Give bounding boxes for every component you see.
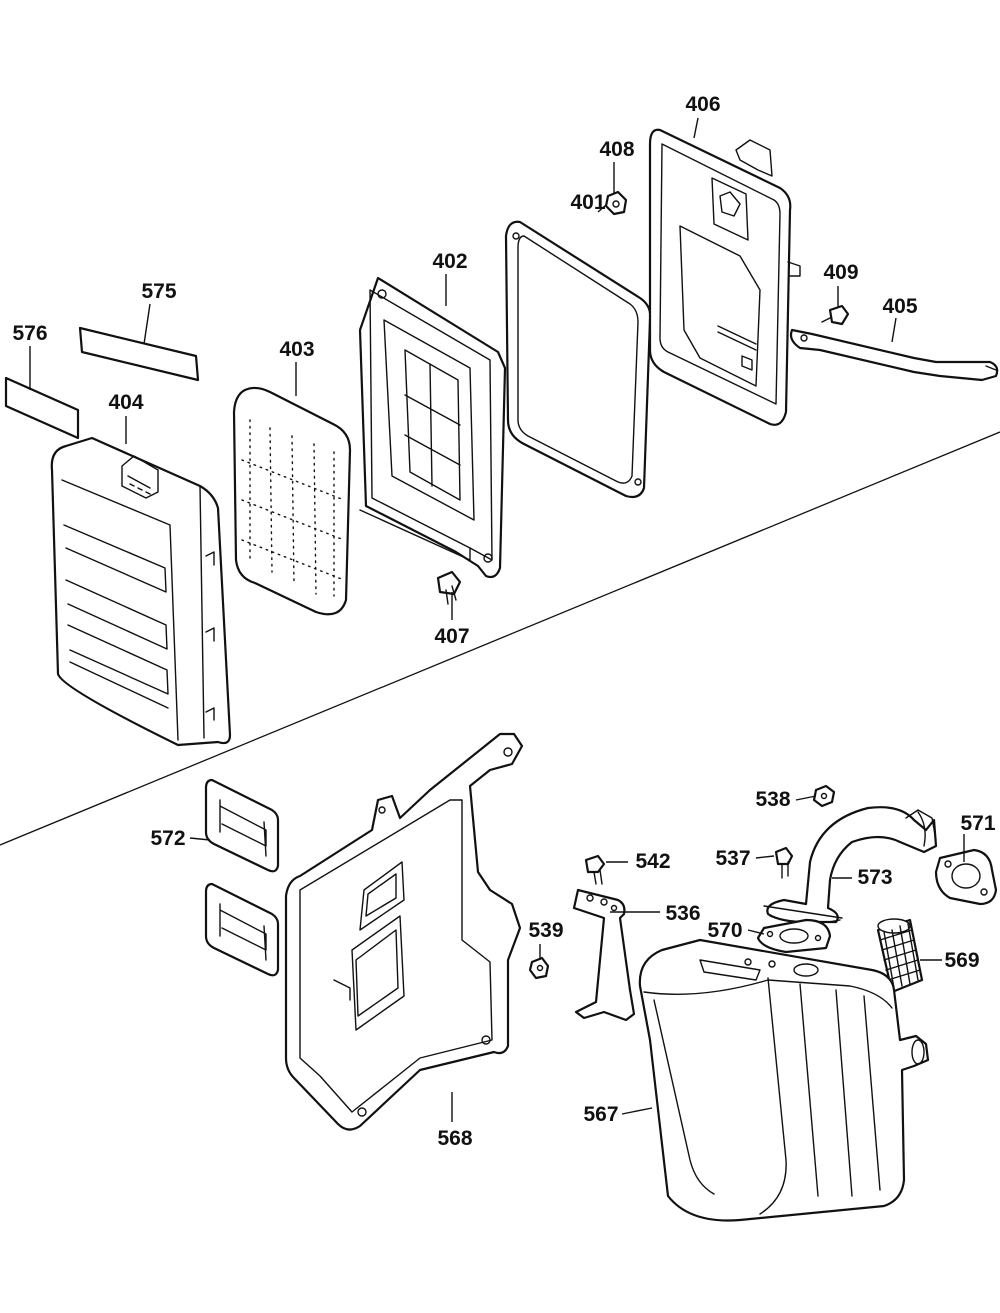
callout-409: 409 <box>823 261 858 284</box>
part-402-air-cleaner-case <box>358 276 507 579</box>
callout-572: 572 <box>150 827 185 850</box>
part-568-muffler-protector <box>284 732 524 1131</box>
part-573-exhaust-pipe <box>763 806 938 924</box>
part-575-label <box>78 326 200 382</box>
callout-538: 538 <box>755 788 790 811</box>
callout-401: 401 <box>570 191 605 214</box>
callout-405: 405 <box>882 295 917 318</box>
callout-575: 575 <box>141 280 176 303</box>
part-576-label <box>4 376 80 440</box>
part-538-nut <box>812 784 836 808</box>
callout-537: 537 <box>715 847 750 870</box>
part-536-muffler-stay <box>572 888 636 1022</box>
callout-571: 571 <box>960 812 995 835</box>
part-408-nut <box>604 190 628 216</box>
callout-407: 407 <box>434 625 469 648</box>
callout-567: 567 <box>583 1103 618 1126</box>
part-404-air-cleaner-cover <box>50 436 232 747</box>
callout-leader-lines <box>29 117 965 1122</box>
callout-542: 542 <box>635 850 670 873</box>
part-542-bolt <box>584 854 606 885</box>
callout-569: 569 <box>944 949 979 972</box>
part-407-bolt <box>436 570 462 605</box>
part-539-nut <box>528 956 550 980</box>
part-406-cover-plate <box>648 128 801 426</box>
callout-573: 573 <box>857 866 892 889</box>
part-537-bolt <box>774 846 794 879</box>
part-569-spark-arrester <box>876 918 924 994</box>
callout-404: 404 <box>108 391 143 414</box>
callout-406: 406 <box>685 93 720 116</box>
callout-403: 403 <box>279 338 314 361</box>
callout-570: 570 <box>707 919 742 942</box>
part-571-gasket <box>934 848 998 906</box>
part-572-heat-plates <box>204 778 280 977</box>
part-405-bracket <box>789 328 999 382</box>
callout-576: 576 <box>12 322 47 345</box>
part-403-filter-element <box>232 386 352 616</box>
section-divider-line <box>0 431 1000 846</box>
part-401-gasket <box>504 220 652 499</box>
callout-539: 539 <box>528 919 563 942</box>
callout-568: 568 <box>437 1127 472 1150</box>
callout-536: 536 <box>665 902 700 925</box>
callout-408: 408 <box>599 138 634 161</box>
part-409-screw <box>821 304 850 326</box>
callout-labels: 406 408 401 402 409 405 575 576 403 404 … <box>12 93 995 1150</box>
part-570-gasket <box>756 918 832 954</box>
part-567-muffler <box>638 938 930 1222</box>
callout-402: 402 <box>432 250 467 273</box>
